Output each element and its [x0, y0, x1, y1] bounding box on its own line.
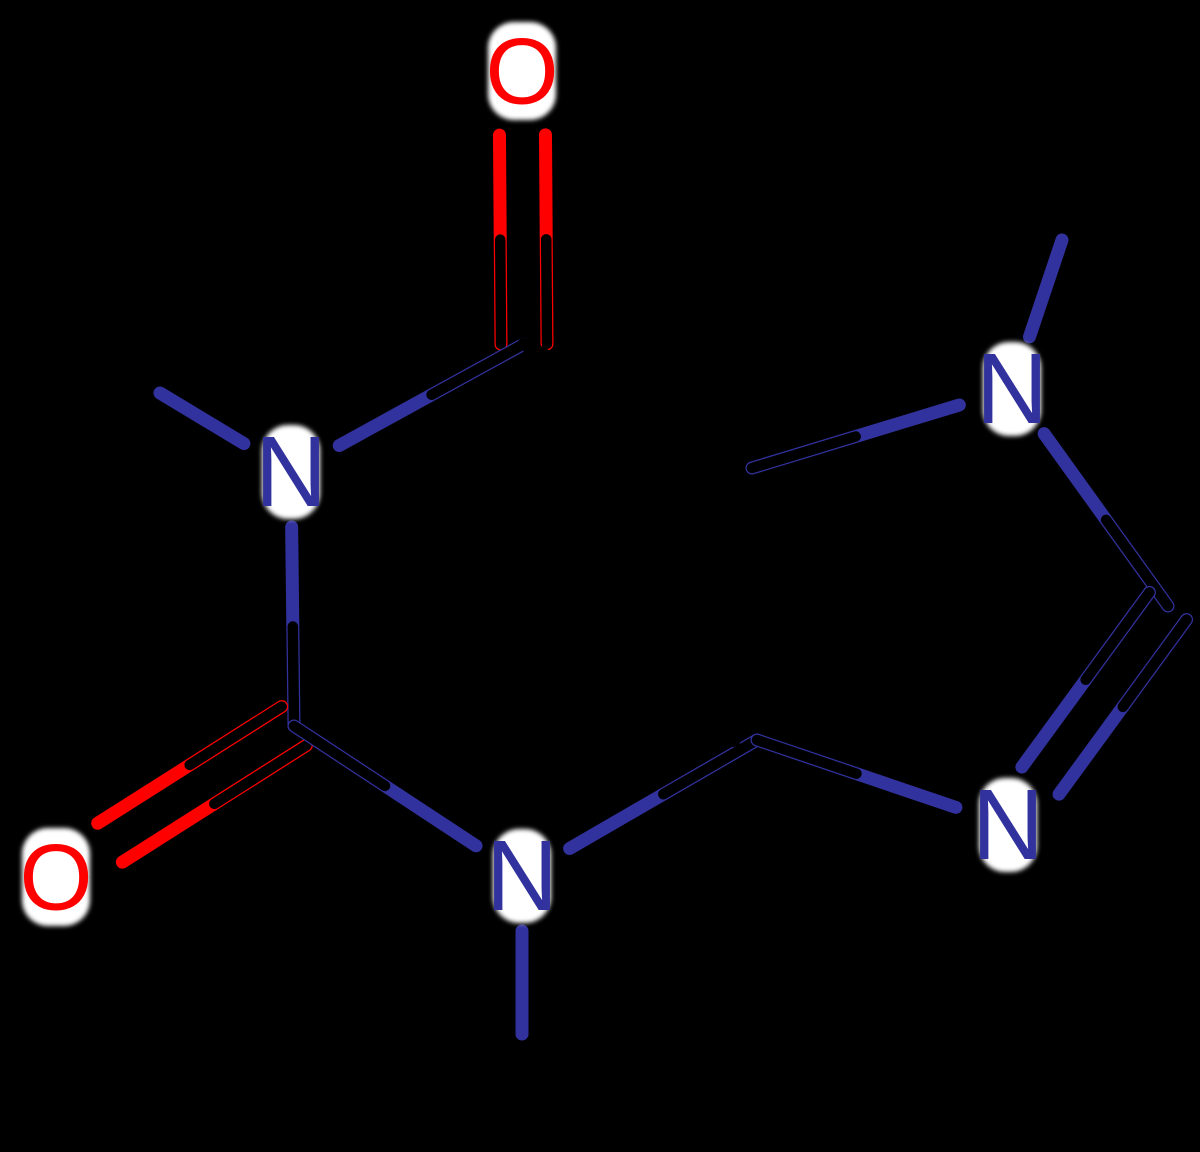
atom-label-patch-N9 — [979, 778, 1037, 872]
bond-C8-N9-carbon-half — [1117, 614, 1192, 713]
atom-symbol-O6: O — [485, 19, 558, 124]
bond-N7-Me7 — [1022, 233, 1069, 344]
atom-label-patch-O2 — [22, 828, 90, 926]
atom-symbol-N7: N — [976, 333, 1048, 445]
bond-C2-O2-carbon-half — [209, 740, 312, 810]
atom-symbol-O2: O — [19, 825, 92, 930]
bond-C8-N9-carbon-half — [1080, 587, 1155, 685]
bond-C4-C5 — [768, 461, 787, 747]
atom-labels-layer: O N O N N N — [19, 19, 1048, 933]
bond-C2-O2-carbon-half — [184, 701, 287, 771]
bond-C5-C6 — [517, 337, 759, 475]
atom-label-patch-N3 — [493, 829, 551, 923]
bond-N3-C4-carbon-half — [658, 734, 763, 800]
bond-N1-Me1 — [153, 386, 251, 451]
atom-symbol-N9: N — [972, 769, 1044, 881]
bond-C6-O6-carbon-half — [540, 234, 553, 350]
atom-symbol-N1: N — [255, 416, 327, 528]
atom-label-patch-N7 — [983, 342, 1041, 436]
bond-N1-C6-carbon-half — [426, 338, 530, 401]
bond-C2-N3-carbon-half — [288, 720, 391, 792]
bond-N9-C4-carbon-half — [751, 734, 862, 779]
bonds-layer — [91, 128, 1194, 1041]
atom-symbol-N3: N — [486, 820, 558, 932]
bond-C5-N7-carbon-half — [746, 431, 861, 474]
bond-N7-C8-carbon-half — [1100, 514, 1174, 612]
atom-label-patch-N1 — [262, 425, 320, 519]
bond-N1-C2-carbon-half — [287, 621, 300, 732]
bond-C6-O6-carbon-half — [494, 234, 507, 350]
bond-C4-C5 — [722, 461, 741, 747]
atom-label-patch-O6 — [488, 22, 556, 120]
